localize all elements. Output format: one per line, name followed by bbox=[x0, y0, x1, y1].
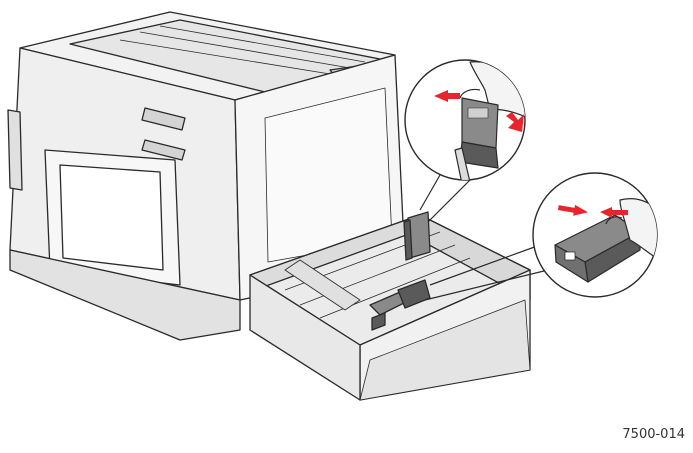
squeeze-arrow-icon bbox=[557, 204, 628, 218]
callout-rear-guide bbox=[404, 59, 526, 181]
printer-body bbox=[7, 11, 406, 341]
callout-side-guide bbox=[532, 172, 658, 298]
figure-id-label: 7500-014 bbox=[622, 427, 685, 442]
squeeze-arrow-icon bbox=[434, 90, 524, 132]
callout-leaders bbox=[419, 174, 549, 301]
paper-tray bbox=[249, 211, 531, 401]
